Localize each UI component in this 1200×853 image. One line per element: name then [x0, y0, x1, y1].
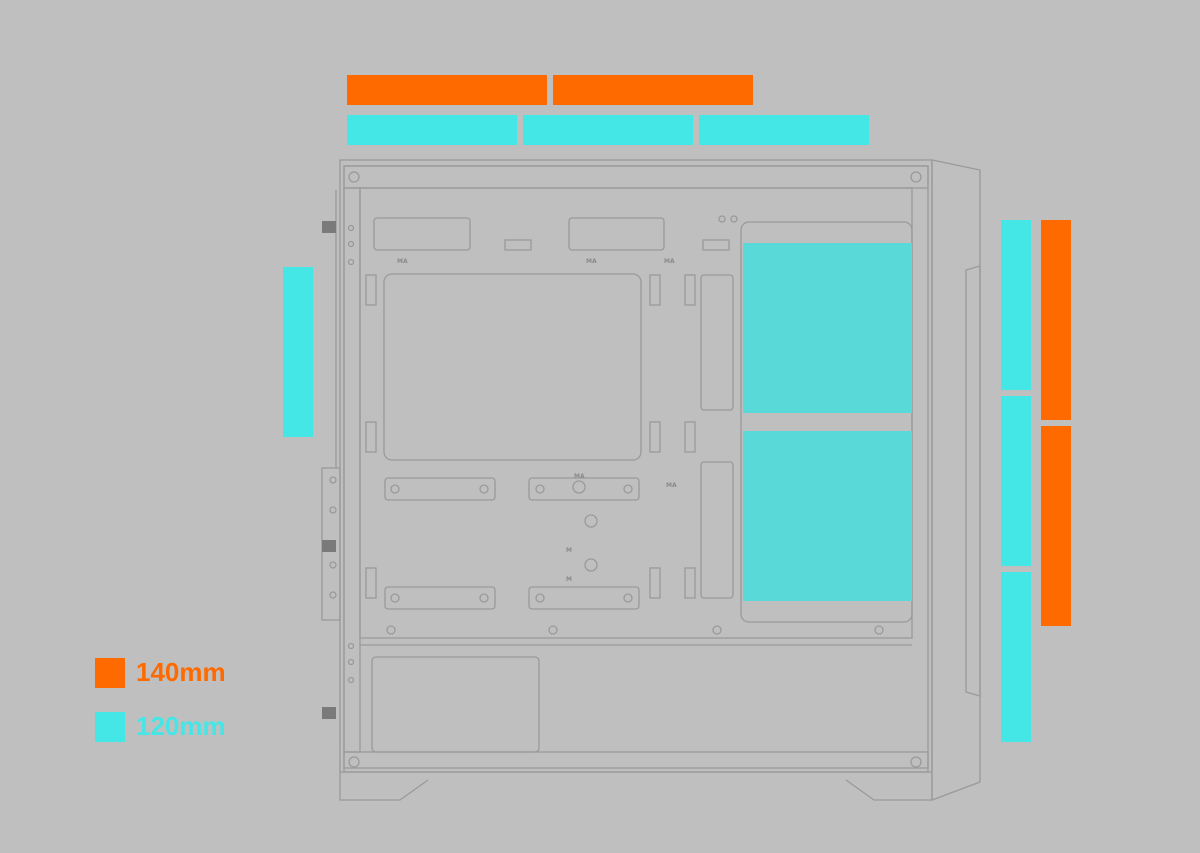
panel-mark: MA	[666, 482, 677, 489]
cable-cutout-top-left	[373, 217, 471, 251]
panel-mark: MA	[574, 473, 585, 480]
panel-mark: M	[566, 576, 572, 583]
grommet-hole	[623, 593, 633, 603]
legend-label-140mm: 140mm	[136, 657, 226, 687]
grommet-hole	[535, 484, 545, 494]
cpu-cutout	[383, 273, 642, 461]
rear-hole	[347, 676, 355, 684]
front-140mm-fan-slot	[1041, 220, 1071, 420]
slot-hole	[329, 561, 337, 569]
slot-hole	[329, 591, 337, 599]
grommet-strip-2	[528, 477, 640, 501]
standoff	[584, 514, 598, 528]
front-120mm-fan-slot	[1001, 572, 1031, 742]
screw-hole	[348, 756, 360, 768]
grommet-strip-4	[528, 586, 640, 610]
legend-swatch-140mm	[95, 657, 125, 688]
top-120mm-fan-slot	[347, 115, 517, 145]
rear-tab	[322, 540, 336, 552]
rear-hole	[347, 224, 355, 232]
rear-foot	[339, 772, 429, 801]
front-foot	[845, 772, 933, 801]
top-120mm-fan-slot	[699, 115, 869, 145]
front-panel	[931, 159, 981, 801]
tie-point	[684, 567, 696, 599]
tie-point	[649, 567, 661, 599]
panel-mark: MA	[397, 258, 408, 265]
front-inside-120mm-fan-slot	[743, 243, 912, 413]
rear-120mm-fan-slot	[283, 267, 313, 437]
grommet-hole	[479, 593, 489, 603]
tie-point	[684, 421, 696, 453]
screw-hole	[874, 625, 884, 635]
top-140mm-fan-slot	[347, 75, 547, 105]
legend-label-120mm: 120mm	[136, 711, 226, 741]
standoff	[584, 558, 598, 572]
front-140mm-fan-slot	[1041, 426, 1071, 626]
front-radiator-bracket	[740, 221, 913, 623]
panel-mark: MA	[586, 258, 597, 265]
screw-hole	[548, 625, 558, 635]
front-inside-120mm-fan-slot	[743, 431, 912, 601]
tie-point	[684, 274, 696, 306]
front-120mm-fan-slot	[1001, 220, 1031, 390]
cable-slot-upper	[700, 274, 734, 411]
screw-hole	[386, 625, 396, 635]
rear-hole	[347, 240, 355, 248]
panel-mark: MA	[664, 258, 675, 265]
grommet-hole	[390, 484, 400, 494]
pc-case-outline	[321, 159, 981, 801]
top-rail	[343, 165, 929, 189]
cable-slot-lower	[700, 461, 734, 599]
tie-point	[649, 421, 661, 453]
screw-hole	[348, 171, 360, 183]
top-120mm-fan-slot	[523, 115, 693, 145]
small-hole	[730, 215, 738, 223]
rear-tab	[322, 221, 336, 233]
rear-tab	[322, 707, 336, 719]
legend-120mm: 120mm	[95, 711, 226, 742]
fan-markers	[283, 75, 1071, 742]
tie-point	[649, 274, 661, 306]
legend-swatch-120mm	[95, 711, 125, 742]
cable-cutout-top-center	[568, 217, 665, 251]
connector-2	[702, 239, 730, 251]
grommet-hole	[479, 484, 489, 494]
tie-point	[365, 274, 377, 306]
slot-hole	[329, 506, 337, 514]
tie-point	[365, 567, 377, 599]
small-hole	[718, 215, 726, 223]
top-140mm-fan-slot	[553, 75, 753, 105]
front-120mm-fan-slot	[1001, 396, 1031, 566]
connector-1	[504, 239, 532, 251]
slot-hole	[329, 476, 337, 484]
legend-140mm: 140mm	[95, 657, 226, 688]
rear-rail	[343, 187, 361, 753]
grommet-strip-1	[384, 477, 496, 501]
screw-hole	[910, 171, 922, 183]
grommet-strip-3	[384, 586, 496, 610]
rear-hole	[347, 642, 355, 650]
bottom-rail	[343, 751, 929, 773]
psu-cutout	[371, 656, 540, 753]
screw-hole	[910, 756, 922, 768]
rear-hole	[347, 258, 355, 266]
screw-hole	[712, 625, 722, 635]
grommet-hole	[390, 593, 400, 603]
front-panel-inset	[965, 265, 981, 697]
standoff	[572, 480, 586, 494]
grommet-hole	[535, 593, 545, 603]
tie-point	[365, 421, 377, 453]
rear-hole	[347, 658, 355, 666]
grommet-hole	[623, 484, 633, 494]
panel-mark: M	[566, 547, 572, 554]
